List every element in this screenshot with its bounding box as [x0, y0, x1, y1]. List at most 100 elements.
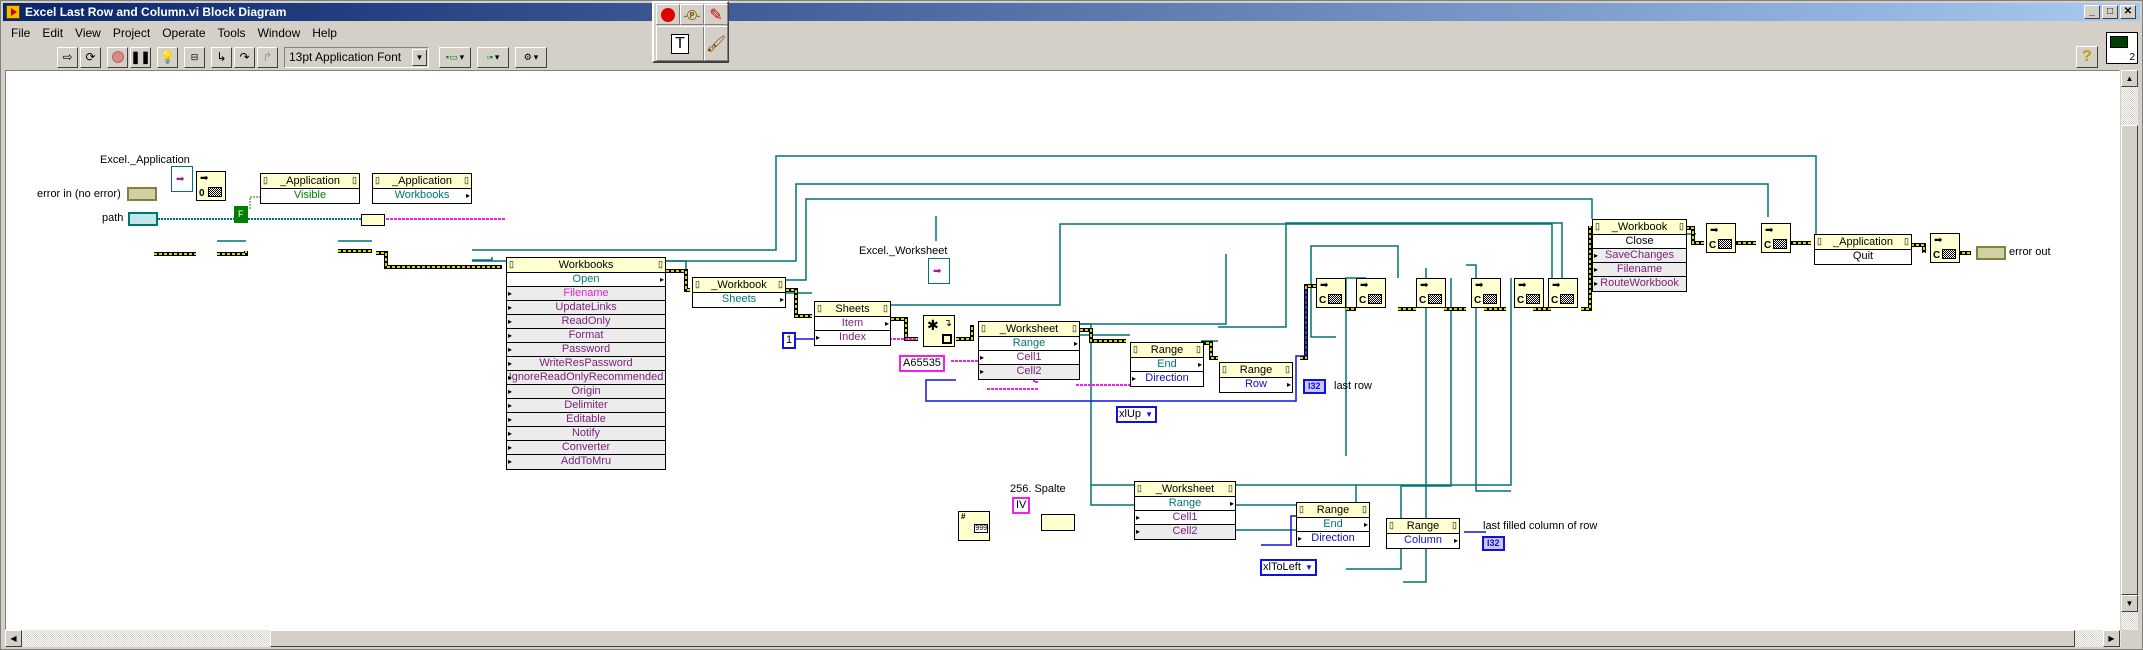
resize-grip-icon[interactable] — [2121, 630, 2138, 647]
maximize-button[interactable]: □ — [2102, 5, 2118, 19]
param-routeworkbook[interactable]: RouteWorkbook — [1593, 277, 1686, 291]
method-range[interactable]: Range — [1135, 497, 1235, 511]
property-column[interactable]: Column — [1387, 534, 1459, 548]
scroll-up-button[interactable]: ▲ — [2121, 70, 2138, 87]
param-cell1[interactable]: Cell1 — [1135, 511, 1235, 525]
close-reference-node[interactable]: ➡C — [1356, 278, 1386, 308]
param-format[interactable]: Format — [507, 329, 665, 343]
param-readonly[interactable]: ReadOnly — [507, 315, 665, 329]
param-filename[interactable]: Filename — [1593, 263, 1686, 277]
menu-operate[interactable]: Operate — [162, 26, 206, 40]
application-workbooks-property-node[interactable]: _Application Workbooks — [372, 173, 472, 204]
font-dropdown[interactable]: 13pt Application Font ▼ — [284, 46, 429, 68]
last-row-indicator[interactable]: I32 — [1303, 379, 1326, 394]
range-row-property-node[interactable]: Range Row — [1219, 362, 1293, 393]
param-password[interactable]: Password — [507, 343, 665, 357]
reorder-dropdown[interactable]: ⚙▾ — [515, 46, 547, 68]
scroll-right-button[interactable]: ▶ — [2103, 630, 2120, 647]
path-control[interactable] — [128, 212, 158, 226]
step-over-button[interactable]: ↷ — [234, 46, 255, 68]
range-column-property-node[interactable]: Range Column — [1386, 518, 1460, 549]
close-reference-node[interactable]: ➡C — [1761, 223, 1791, 253]
step-out-button[interactable]: ↱ — [257, 46, 278, 68]
param-ignorereadonlyrecommended[interactable]: IgnoreReadOnlyRecommended — [507, 371, 665, 385]
param-cell2[interactable]: Cell2 — [979, 365, 1079, 379]
direction-xltoleft-enum[interactable]: xlToLeft — [1260, 559, 1317, 576]
param-index[interactable]: Index — [815, 331, 890, 345]
close-button[interactable]: ✕ — [2120, 5, 2136, 19]
menu-edit[interactable]: Edit — [42, 26, 64, 40]
run-continuously-button[interactable]: ⟳ — [80, 46, 101, 68]
align-objects-dropdown[interactable]: ▪▭▾ — [439, 46, 471, 68]
param-filename[interactable]: Filename — [507, 287, 665, 301]
range-end-property-node-2[interactable]: Range End Direction — [1296, 502, 1370, 547]
param-cell2[interactable]: Cell2 — [1135, 525, 1235, 539]
variant-to-data-node[interactable]: ✱ ↴ — [923, 315, 955, 347]
workbooks-open-method-node[interactable]: Workbooks Open Filename UpdateLinks Read… — [506, 257, 666, 470]
property-end[interactable]: End — [1131, 358, 1203, 372]
range-end-property-node-1[interactable]: Range End Direction — [1130, 342, 1204, 387]
pause-button[interactable]: ❚❚ — [130, 46, 151, 68]
probe-tool[interactable]: -Ⓟ- — [680, 4, 704, 25]
error-out-indicator[interactable] — [1976, 246, 2006, 260]
last-column-indicator[interactable]: I32 — [1482, 536, 1505, 551]
property-row[interactable]: Row — [1220, 378, 1292, 392]
close-reference-node[interactable]: ➡C — [1548, 278, 1578, 308]
block-diagram-canvas[interactable]: Excel._Application ➡ 0 error in (no erro… — [5, 70, 2120, 630]
property-workbooks[interactable]: Workbooks — [373, 189, 471, 203]
minimize-button[interactable]: _ — [2084, 5, 2100, 19]
param-updatelinks[interactable]: UpdateLinks — [507, 301, 665, 315]
param-addtomru[interactable]: AddToMru — [507, 455, 665, 469]
vi-icon[interactable]: 2 — [2106, 32, 2138, 64]
step-into-button[interactable]: ↳ — [211, 46, 232, 68]
method-open[interactable]: Open — [507, 273, 665, 287]
menu-tools[interactable]: Tools — [217, 26, 246, 40]
close-reference-node[interactable]: ➡C — [1416, 278, 1446, 308]
highlight-execution-button[interactable]: 💡 — [157, 46, 178, 68]
application-quit-method-node[interactable]: _Application Quit — [1814, 234, 1912, 265]
vertical-scroll-thumb[interactable] — [2121, 125, 2138, 595]
color-copy-tool[interactable]: ✎ — [704, 4, 728, 25]
worksheet-range-method-node-1[interactable]: _Worksheet Range Cell1 Cell2 — [978, 321, 1080, 380]
distribute-objects-dropdown[interactable]: ▫▪▾ — [477, 46, 509, 68]
property-visible[interactable]: Visible — [293, 189, 327, 201]
close-reference-node[interactable]: ➡C — [1930, 233, 1960, 263]
excel-worksheet-refnum-constant[interactable] — [928, 258, 950, 284]
application-visible-property-node[interactable]: _Application Visible — [260, 173, 360, 204]
automation-open-node[interactable]: ➡ 0 — [196, 171, 226, 201]
vertical-scrollbar[interactable]: ▲ ▼ — [2121, 70, 2138, 630]
property-end[interactable]: End — [1297, 518, 1369, 532]
menu-file[interactable]: File — [11, 26, 31, 40]
method-range[interactable]: Range — [979, 337, 1079, 351]
close-reference-node[interactable]: ➡C — [1706, 223, 1736, 253]
scroll-down-button[interactable]: ▼ — [2121, 595, 2138, 612]
param-direction[interactable]: Direction — [1297, 532, 1369, 546]
menu-window[interactable]: Window — [257, 26, 301, 40]
sheets-item-method-node[interactable]: Sheets Item Index — [814, 301, 891, 346]
close-reference-node[interactable]: ➡C — [1316, 278, 1346, 308]
property-sheets[interactable]: Sheets — [693, 293, 785, 307]
direction-xlup-enum[interactable]: xlUp — [1116, 406, 1158, 423]
run-button[interactable]: ⇨ — [57, 46, 78, 68]
workbook-sheets-property-node[interactable]: _Workbook Sheets — [692, 277, 786, 308]
context-help-button[interactable]: ? — [2076, 46, 2098, 68]
method-item[interactable]: Item — [815, 317, 890, 331]
param-editable[interactable]: Editable — [507, 413, 665, 427]
visible-false-constant[interactable]: F — [234, 206, 248, 223]
param-writerespassword[interactable]: WriteResPassword — [507, 357, 665, 371]
retain-wire-values-button[interactable]: ⊟ — [184, 46, 205, 68]
param-savechanges[interactable]: SaveChanges — [1593, 249, 1686, 263]
breakpoint-tool[interactable] — [656, 4, 680, 25]
abort-button[interactable] — [107, 46, 128, 68]
menu-project[interactable]: Project — [112, 26, 151, 40]
menu-help[interactable]: Help — [312, 26, 337, 40]
error-in-control[interactable] — [127, 187, 157, 201]
excel-application-refnum-constant[interactable] — [171, 166, 193, 192]
param-notify[interactable]: Notify — [507, 427, 665, 441]
param-direction[interactable]: Direction — [1131, 372, 1203, 386]
param-delimiter[interactable]: Delimiter — [507, 399, 665, 413]
method-quit[interactable]: Quit — [1852, 250, 1874, 262]
number-to-decimal-string-function[interactable]: # 999 — [958, 511, 990, 541]
text-tool[interactable]: T — [656, 26, 704, 61]
index-constant[interactable]: 1 — [782, 332, 797, 349]
